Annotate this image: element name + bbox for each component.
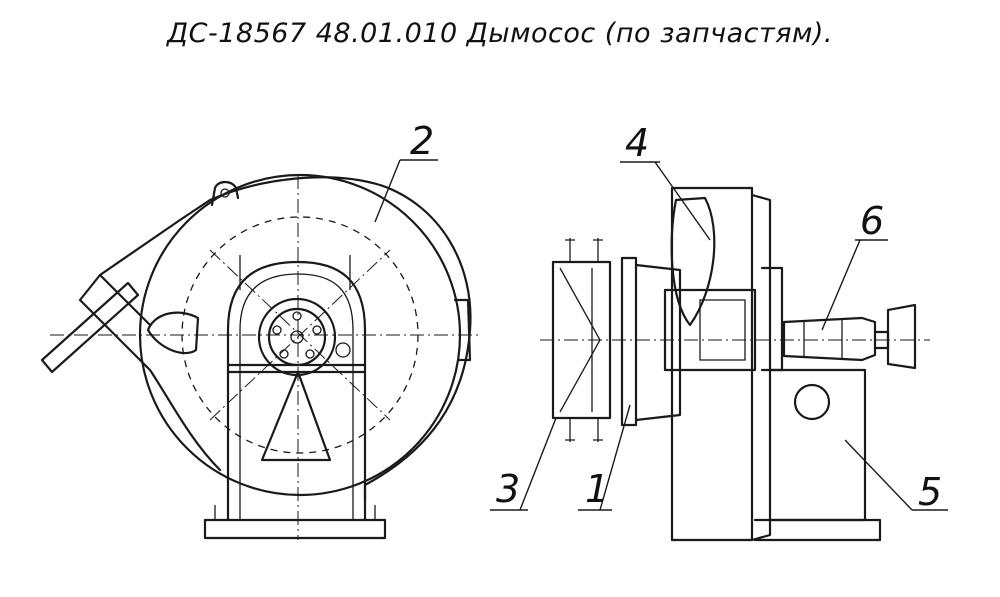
inlet-box-studs xyxy=(565,238,603,442)
transition-cone xyxy=(634,263,682,422)
damper-blade xyxy=(670,196,716,327)
bolt-hole xyxy=(272,325,282,335)
side-bracket xyxy=(453,298,472,362)
leader-4 xyxy=(654,161,711,241)
pulley xyxy=(886,303,917,370)
drawing-title: ДС-18567 48.01.010 Дымосос (по запчастям… xyxy=(167,18,833,49)
callout-1: 1 xyxy=(585,467,609,511)
callout-4: 4 xyxy=(625,121,649,165)
bearing-hub-outer xyxy=(257,297,337,377)
side-view xyxy=(540,186,930,542)
volute-housing xyxy=(78,176,472,502)
callout-2: 2 xyxy=(410,119,434,163)
lifting-eye-hole xyxy=(220,188,230,198)
fan-housing xyxy=(670,186,754,542)
pedestal-arch xyxy=(226,260,367,522)
leader-6 xyxy=(821,239,861,331)
bearing-frame xyxy=(760,266,784,372)
shaft-box-inner xyxy=(699,299,746,361)
leader-2 xyxy=(374,159,401,223)
leader-3 xyxy=(519,417,557,511)
bracing xyxy=(260,370,332,462)
cross-beam xyxy=(226,363,367,374)
callout-6: 6 xyxy=(860,199,884,243)
grease-fitting xyxy=(335,342,351,358)
bolt-hole xyxy=(279,349,289,359)
shaft-centre xyxy=(290,330,304,344)
inlet-box xyxy=(551,260,612,420)
shaft-box xyxy=(663,288,757,372)
callout-5: 5 xyxy=(918,470,942,514)
bolt-hole xyxy=(292,311,302,321)
inlet-flange xyxy=(40,281,140,374)
front-view xyxy=(40,173,480,540)
bearing-hub-inner xyxy=(267,307,327,367)
callout-3: 3 xyxy=(496,467,520,511)
pedestal-arch-inner xyxy=(239,273,354,520)
bolt-hole xyxy=(305,349,315,359)
base-plate xyxy=(203,518,387,540)
leader-1 xyxy=(599,404,631,511)
diagonal-axis-b xyxy=(209,249,391,421)
motor-body xyxy=(782,316,877,362)
bolt-hole xyxy=(312,325,322,335)
connection-flange xyxy=(620,256,638,427)
fan-housing-side xyxy=(750,193,772,542)
bearing-brackets xyxy=(239,255,351,290)
leader-5 xyxy=(844,439,913,511)
stand-base xyxy=(753,518,882,542)
inlet-bulge xyxy=(146,311,200,355)
motor-ribs xyxy=(803,318,843,360)
stand-inspection-hole xyxy=(793,383,831,421)
base-ribs xyxy=(214,505,376,520)
callouts: 2 4 6 3 1 5 xyxy=(374,119,948,514)
